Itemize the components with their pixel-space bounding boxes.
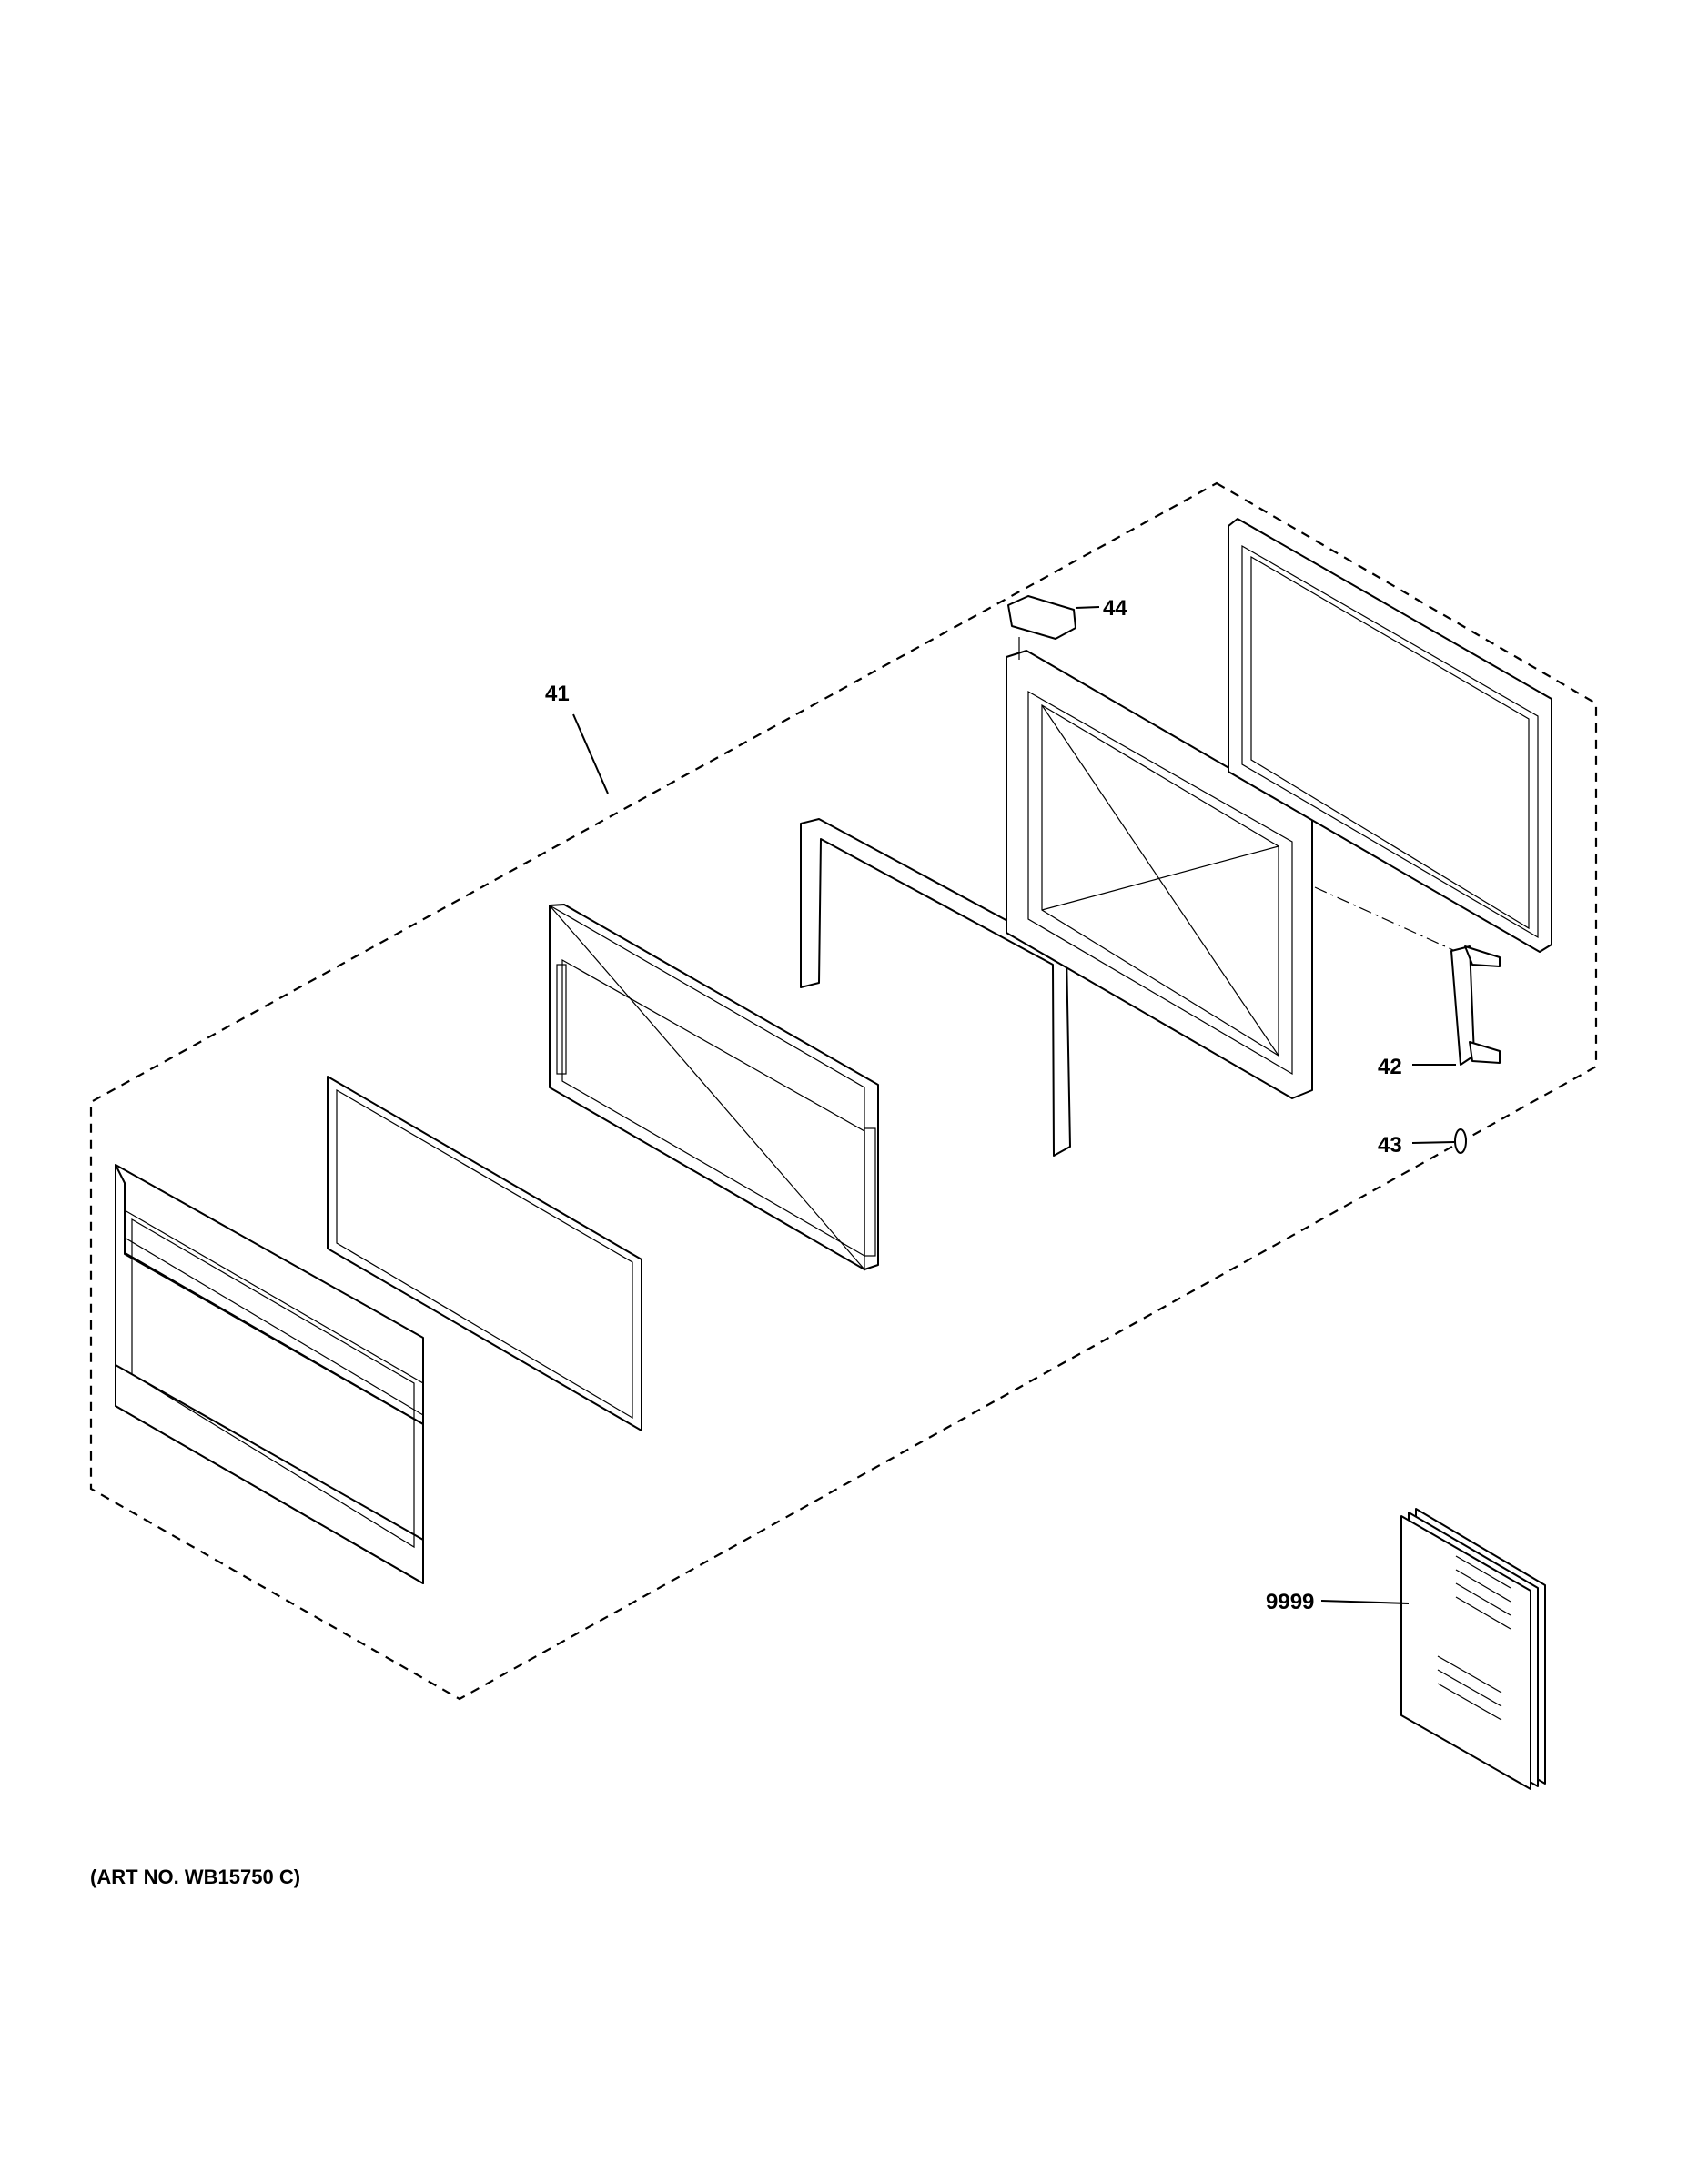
spring-part-43 (1454, 1128, 1467, 1154)
leader-43 (1411, 1141, 1455, 1144)
outer-door-panel (115, 1164, 424, 1584)
art-number-label: (ART NO. WB15750 C) (90, 1866, 300, 1888)
assembly-41-boundary (89, 481, 1598, 1701)
callout-44: 44 (1103, 596, 1127, 621)
latch-part-42 (1450, 945, 1501, 1066)
hinge-part-44 (1007, 595, 1076, 660)
callout-9999: 9999 (1266, 1590, 1314, 1614)
leader-9999 (1320, 1600, 1410, 1604)
leader-41 (572, 713, 609, 794)
callout-41: 41 (545, 682, 570, 706)
callout-43: 43 (1378, 1133, 1402, 1158)
callout-42: 42 (1378, 1055, 1402, 1079)
latch-alignment-line (1314, 886, 1466, 956)
door-gasket (800, 818, 1071, 1157)
door-back-panel (1228, 518, 1552, 953)
manual-part-9999 (1400, 1508, 1546, 1790)
inner-door-frame (1006, 650, 1313, 1099)
leader-44 (1075, 606, 1100, 609)
choke-cover-frame (549, 904, 879, 1271)
door-glass-pane (327, 1076, 642, 1431)
